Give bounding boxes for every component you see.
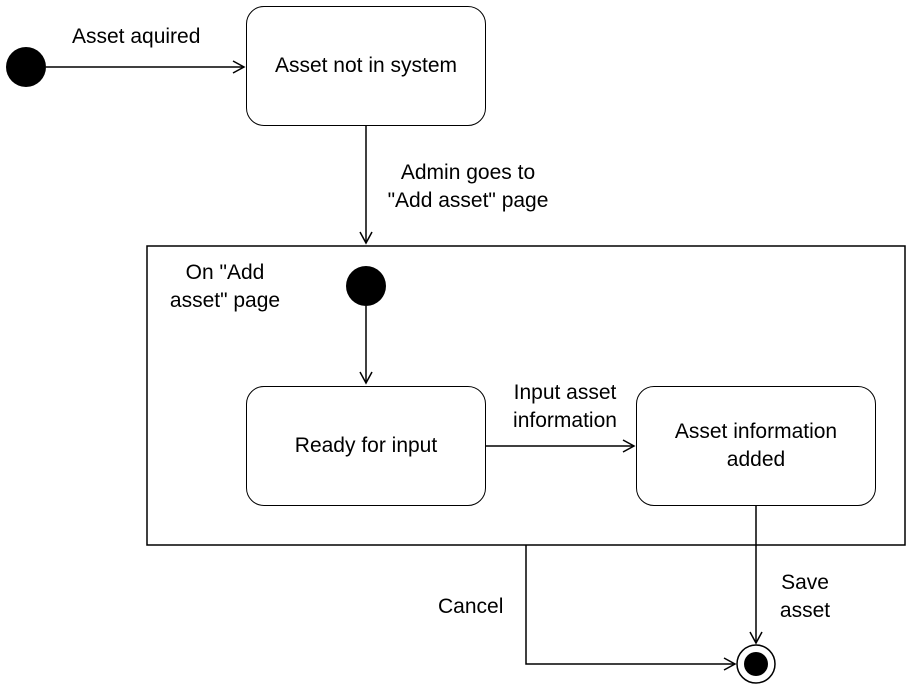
inner-initial-node xyxy=(346,266,386,306)
label-admin-goes-to-add-page: Admin goes to "Add asset" page xyxy=(387,161,549,212)
composite-state-label: On "Add asset" page xyxy=(169,261,281,312)
state-ready-for-input-label: Ready for input xyxy=(294,434,438,457)
initial-node xyxy=(6,47,46,87)
state-asset-not-in-system: Asset not in system xyxy=(246,6,486,126)
state-asset-not-in-system-label: Asset not in system xyxy=(274,54,458,77)
state-ready-for-input: Ready for input xyxy=(246,386,486,506)
label-cancel: Cancel xyxy=(438,595,504,618)
label-save-asset: Save asset xyxy=(779,571,831,622)
final-node-inner xyxy=(744,652,768,676)
label-asset-acquired: Asset aquired xyxy=(72,25,201,48)
label-input-asset-information: Input asset information xyxy=(513,381,617,432)
arrow-cancel xyxy=(525,545,737,671)
state-asset-information-added-label: Asset information added xyxy=(674,420,838,471)
state-asset-information-added: Asset information added xyxy=(636,386,876,506)
